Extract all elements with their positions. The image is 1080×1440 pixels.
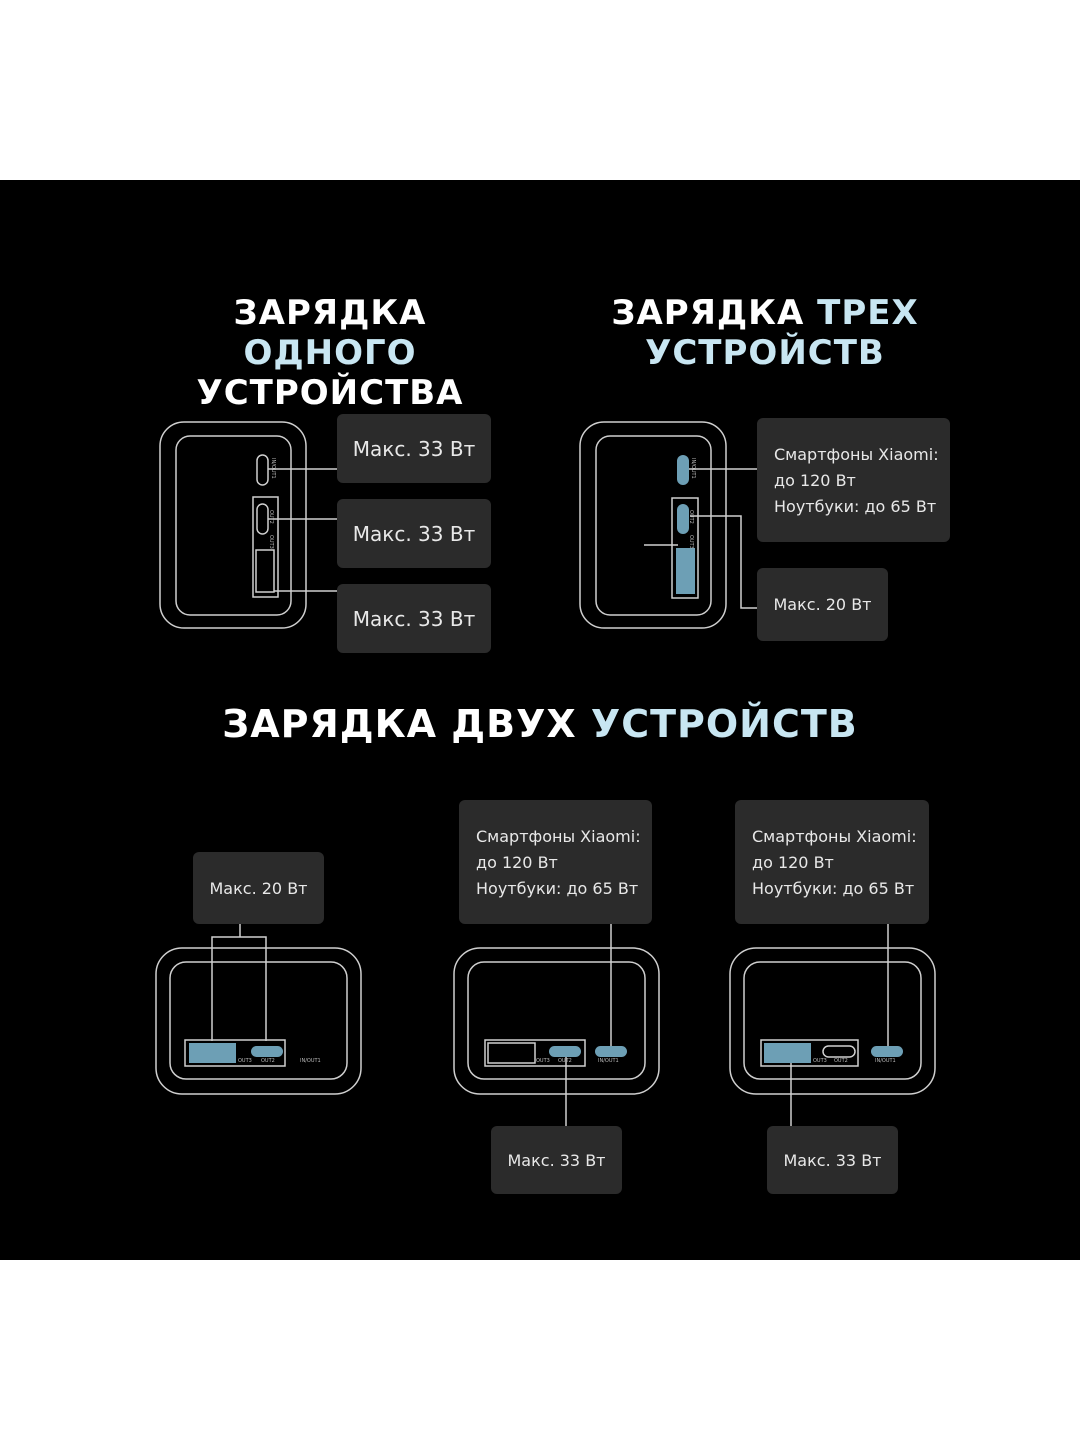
powerbank-two-devices-right [729, 924, 936, 1126]
powerbank-one-device [159, 421, 337, 629]
two-devices-right-top-label: Смартфоны Xiaomi: до 120 Вт Ноутбуки: до… [735, 800, 929, 924]
port-label-out3: OUT3 [268, 535, 274, 549]
three-devices-top-label: Смартфоны Xiaomi: до 120 Вт Ноутбуки: до… [757, 418, 950, 542]
infographic-panel [0, 180, 1080, 1260]
active-ports [189, 455, 903, 1063]
port-label-out3: OUT3 [688, 535, 694, 549]
port-label-in-out1: IN/OUT1 [690, 458, 696, 479]
heading-two-devices: ЗАРЯДКА ДВУХ УСТРОЙСТВ [222, 702, 858, 746]
two-devices-right-bottom-label: Макс. 33 Вт [767, 1126, 898, 1194]
port-label-out2: OUT2 [268, 510, 274, 524]
two-devices-middle-bottom-label: Макс. 33 Вт [491, 1126, 622, 1194]
port-label-out3: OUT3 [813, 1058, 827, 1064]
two-devices-middle-top-label: Смартфоны Xiaomi: до 120 Вт Ноутбуки: до… [459, 800, 652, 924]
port-label-out3: OUT3 [536, 1058, 550, 1064]
output-label-3: Макс. 33 Вт [337, 584, 491, 653]
port-label-out2: OUT2 [558, 1058, 572, 1064]
port-label-out2: OUT2 [834, 1058, 848, 1064]
port-label-out2: OUT2 [261, 1058, 275, 1064]
port-label-in-out1: IN/OUT1 [875, 1058, 896, 1064]
two-devices-left-label: Макс. 20 Вт [193, 852, 324, 924]
powerbank-two-devices-middle [453, 924, 660, 1126]
output-label-1: Макс. 33 Вт [337, 414, 491, 483]
port-label-in-out1: IN/OUT1 [300, 1058, 321, 1064]
powerbank-three-devices [579, 421, 757, 629]
powerbank-two-devices-left [155, 924, 362, 1095]
port-label-in-out1: IN/OUT1 [598, 1058, 619, 1064]
port-label-out2: OUT2 [688, 510, 694, 524]
heading-three-devices: ЗАРЯДКА ТРЕХ УСТРОЙСТВ [611, 293, 919, 373]
three-devices-bottom-label: Макс. 20 Вт [757, 568, 888, 641]
port-label-out3: OUT3 [238, 1058, 252, 1064]
heading-one-device: ЗАРЯДКА ОДНОГО УСТРОЙСТВА [196, 293, 464, 413]
output-label-2: Макс. 33 Вт [337, 499, 491, 568]
port-label-in-out1: IN/OUT1 [270, 458, 276, 479]
